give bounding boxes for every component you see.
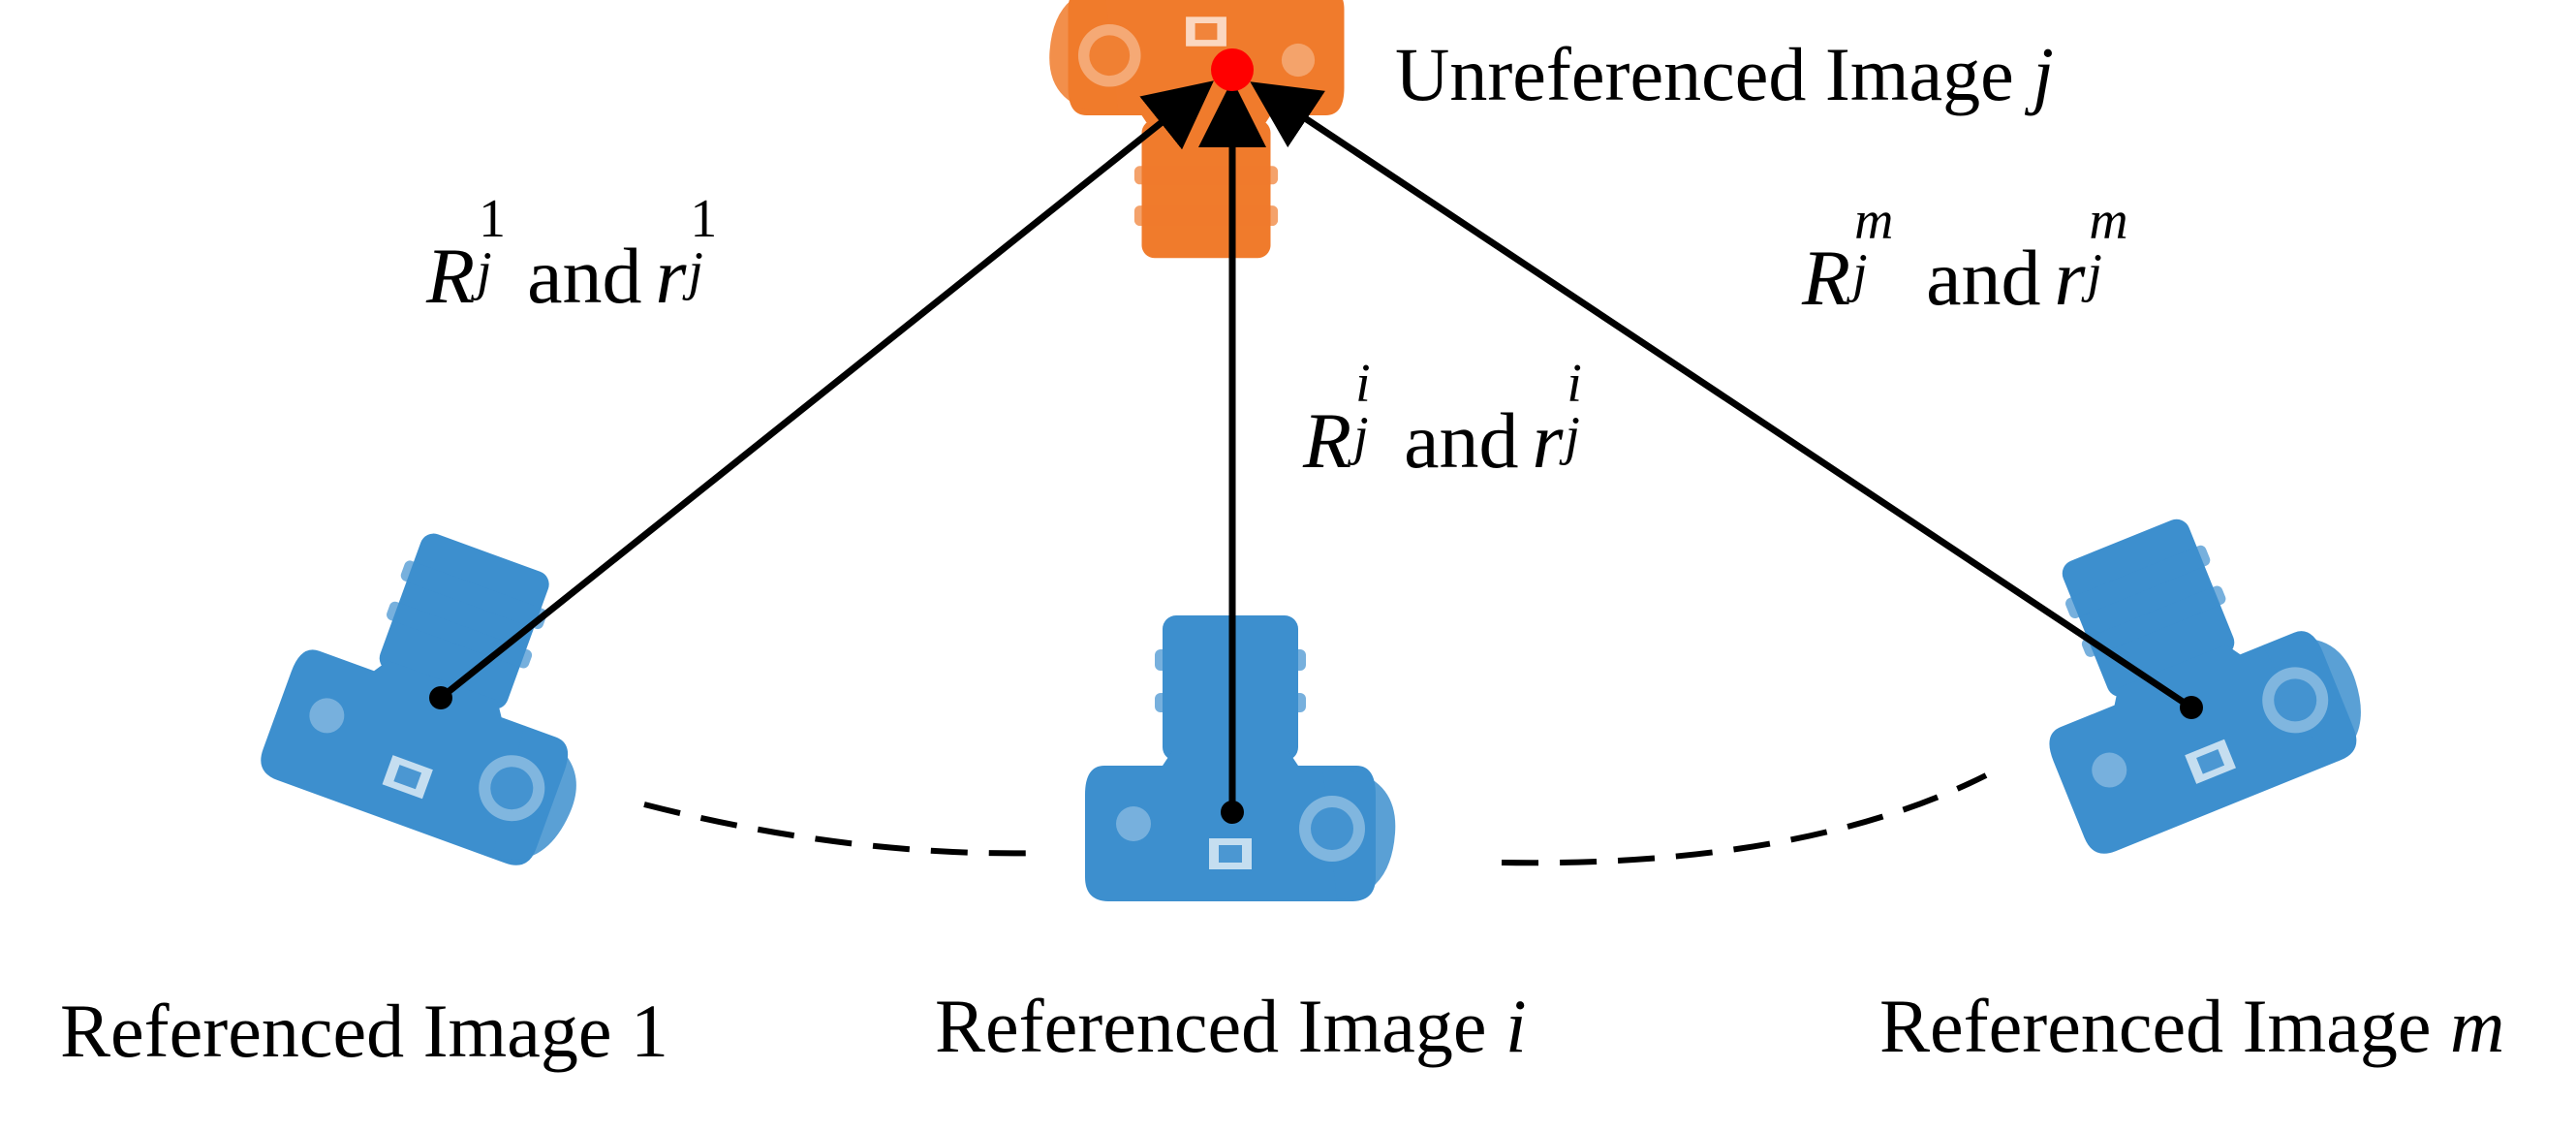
edgem-r-sub: j	[2087, 243, 2102, 304]
ref1-caption-prefix: Referenced Image	[60, 989, 631, 1073]
target-point	[1211, 48, 1254, 91]
ref1-caption-var: 1	[630, 989, 668, 1073]
edgem-and: and	[1926, 234, 2041, 322]
edge1-r: r	[655, 232, 687, 320]
refi-caption-prefix: Referenced Image	[935, 984, 1505, 1068]
refi-caption: Referenced Image i	[935, 989, 1527, 1064]
edge1-R-sub: j	[477, 241, 492, 302]
unreferenced-caption-var: j	[2033, 32, 2054, 116]
edgei-R-sub: j	[1353, 406, 1369, 467]
referenced-camera-m-icon	[1986, 478, 2381, 861]
unreferenced-camera-icon	[1049, 0, 1345, 259]
edgem-R: R	[1802, 234, 1851, 322]
edge1-R-sup: 1	[479, 189, 506, 250]
edgem-R-sup: m	[1854, 191, 1894, 252]
edgei-r-sub: j	[1565, 406, 1580, 467]
edge1-R: R	[426, 232, 476, 320]
refm-caption: Referenced Image m	[1879, 989, 2504, 1064]
dashed-arc-left	[643, 802, 1047, 857]
edgei-r-sup: i	[1567, 354, 1582, 415]
refi-center-dot	[1221, 801, 1244, 824]
referenced-camera-i-icon	[1085, 615, 1396, 901]
edgei-r: r	[1532, 396, 1564, 485]
edgei-R-sup: i	[1355, 354, 1371, 415]
ref1-center-dot	[429, 686, 452, 709]
edgei-R: R	[1303, 396, 1352, 485]
edgei-and: and	[1404, 396, 1519, 485]
edge1-r-sup: 1	[690, 189, 718, 250]
ref1-caption: Referenced Image 1	[60, 993, 668, 1069]
arrow-ref1-to-unref	[438, 80, 1214, 701]
arrow-refm-to-unref	[1250, 81, 2193, 710]
refm-caption-prefix: Referenced Image	[1879, 984, 2450, 1068]
edgem-R-sub: j	[1852, 243, 1868, 304]
edge1-and: and	[527, 232, 642, 320]
dashed-arc-right	[1501, 772, 1988, 866]
refm-caption-var: m	[2449, 984, 2505, 1068]
edge1-r-sub: j	[688, 241, 703, 302]
refi-caption-var: i	[1505, 984, 1527, 1068]
unreferenced-caption: Unreferenced Image j	[1395, 37, 2054, 112]
edgem-r: r	[2054, 234, 2086, 322]
refm-center-dot	[2180, 696, 2203, 719]
unreferenced-caption-prefix: Unreferenced Image	[1395, 32, 2033, 116]
edgem-r-sup: m	[2089, 191, 2128, 252]
